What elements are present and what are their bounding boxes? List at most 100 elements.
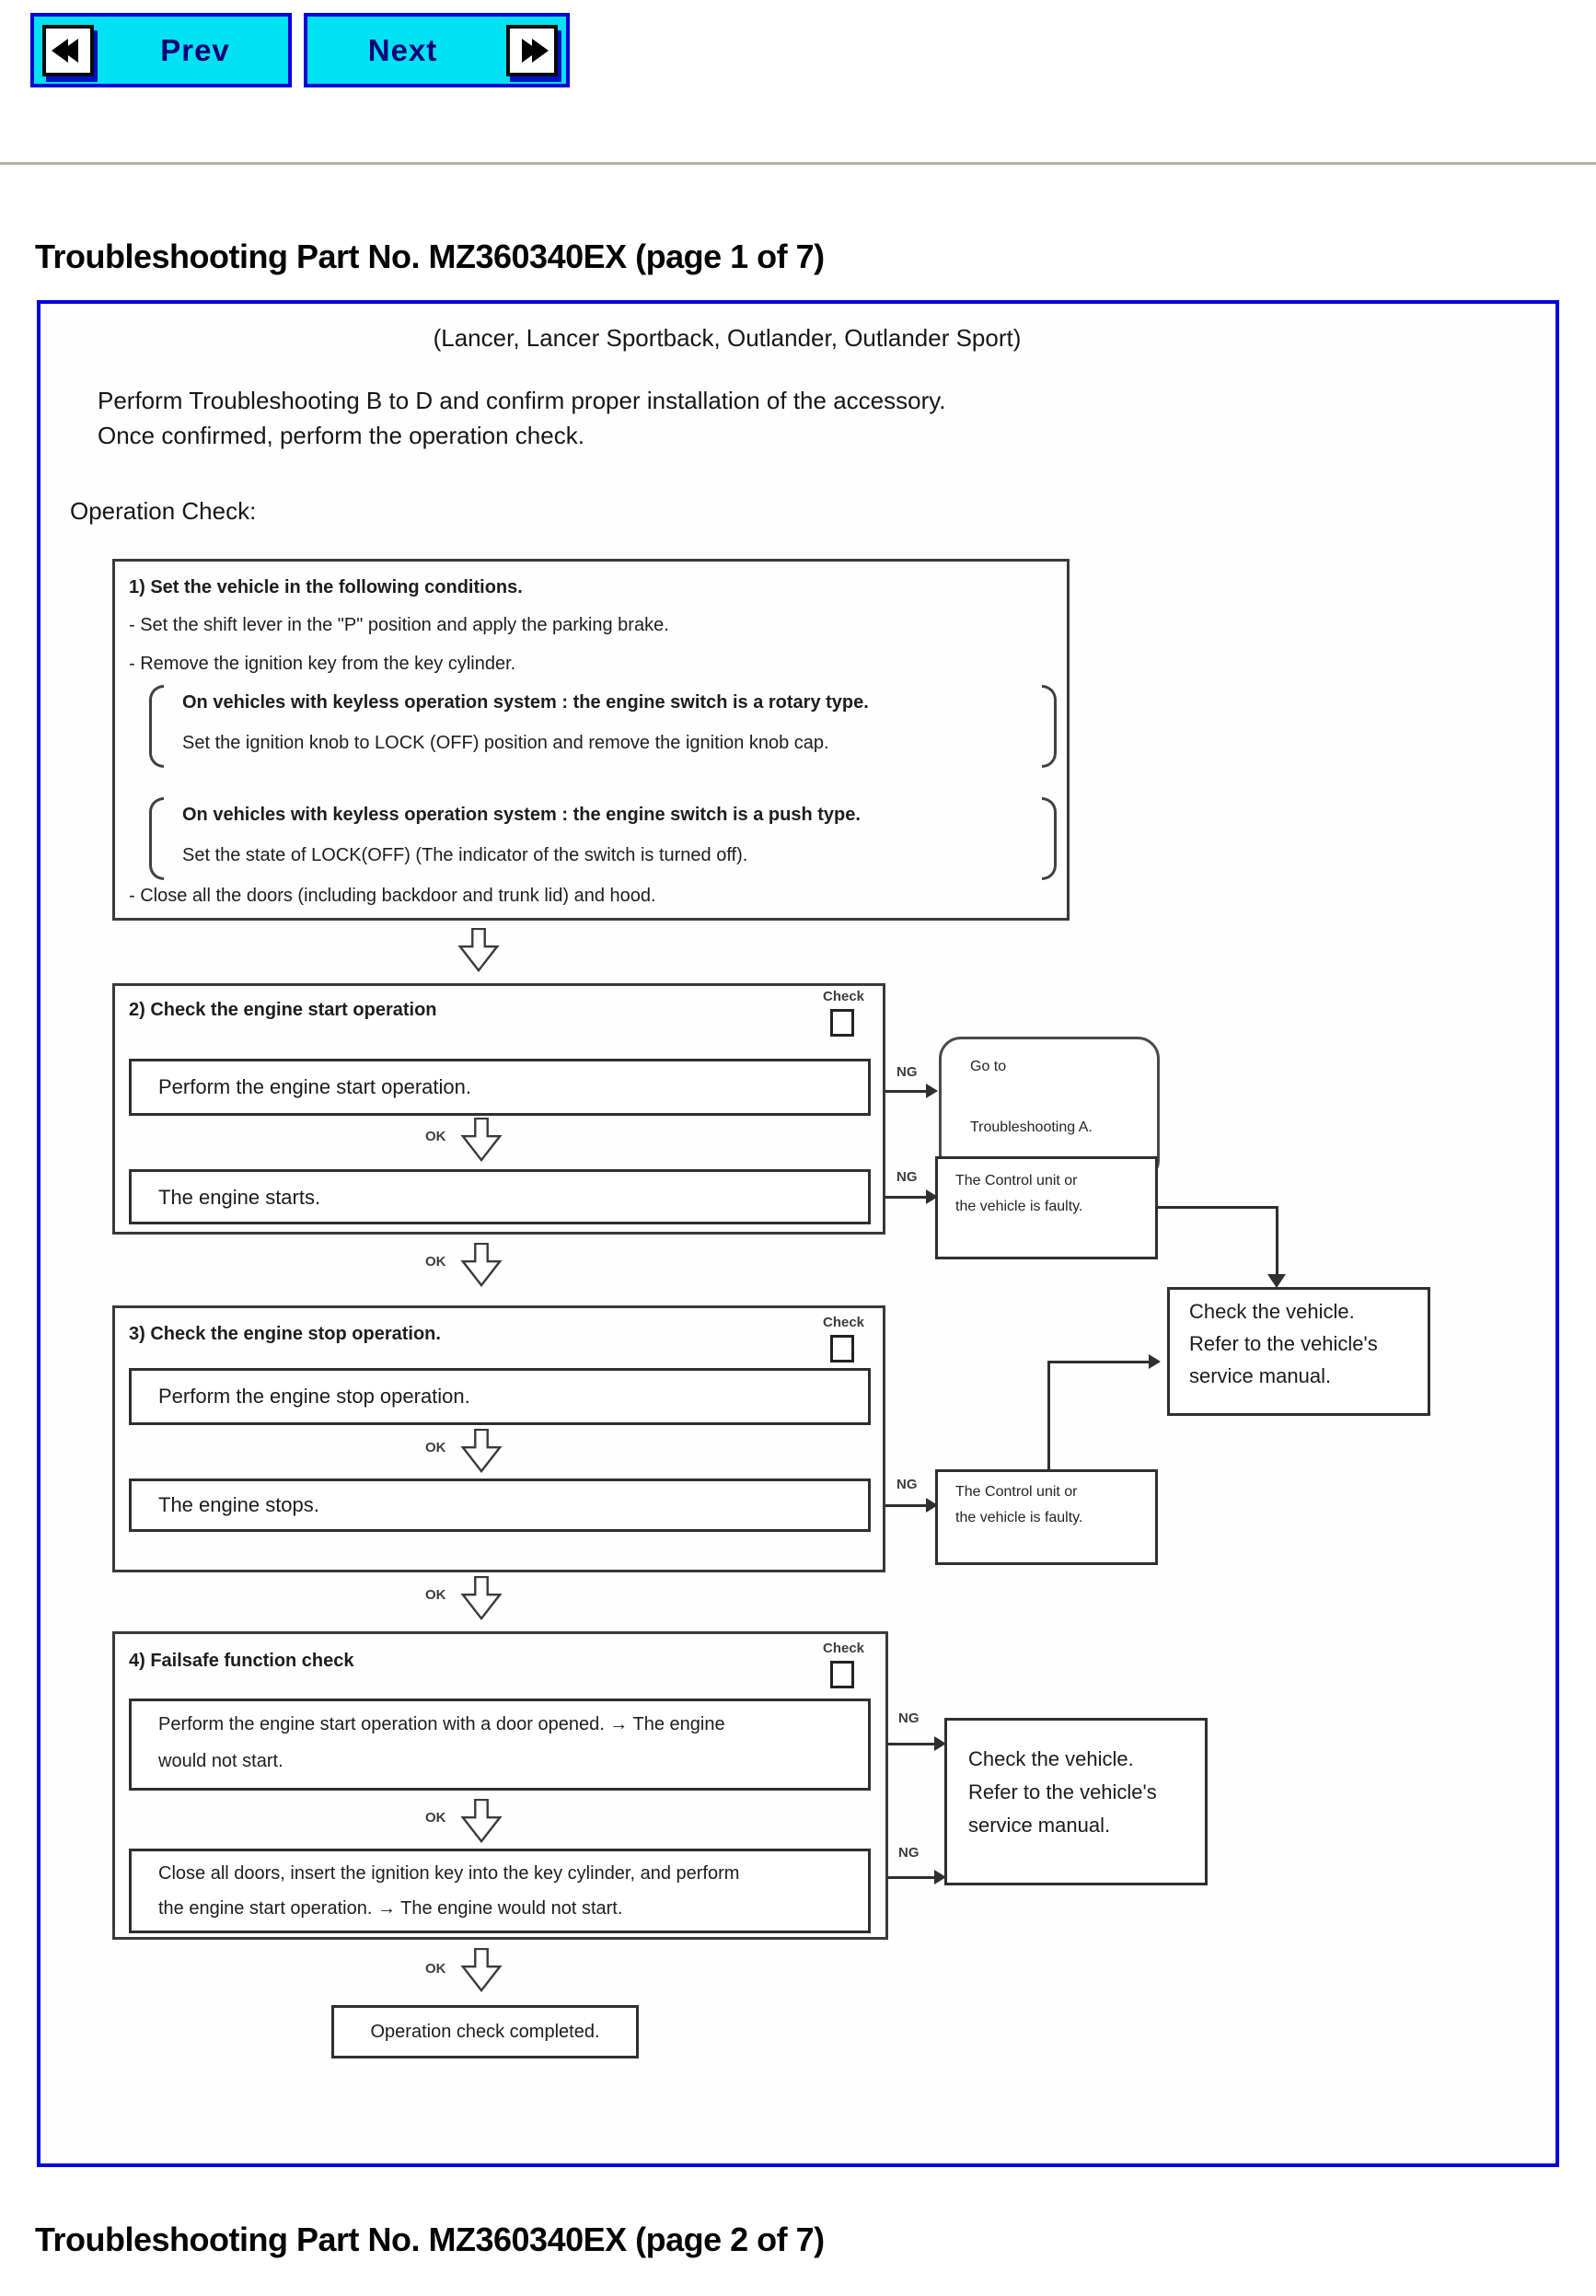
- flow-down-arrow-icon: [460, 1799, 503, 1843]
- left-paren-icon: [149, 685, 164, 768]
- right-arrowhead-icon: [1149, 1354, 1161, 1369]
- right-arrowhead-icon: [926, 1189, 938, 1204]
- right-arrowhead-icon: [926, 1498, 938, 1513]
- step2-result-box: [129, 1169, 871, 1224]
- operation-complete-text: Operation check completed.: [370, 2021, 600, 2042]
- ng-label: NG: [898, 1710, 919, 1726]
- step2-title: 2) Check the engine start operation: [129, 1000, 437, 1020]
- step2-box: [112, 983, 885, 1235]
- ng-connector-line: [885, 1504, 928, 1507]
- step2-action-text: Perform the engine start operation.: [158, 1075, 471, 1098]
- ng-connector-line: [888, 1743, 936, 1745]
- step4-box: [112, 1631, 888, 1940]
- intro-line-2: Once confirmed, perform the operation ch…: [98, 422, 584, 449]
- check-vehicle-line-3: service manual.: [1189, 1364, 1332, 1387]
- right-arrowhead-icon: [934, 1870, 946, 1884]
- ok-label: OK: [425, 1254, 446, 1270]
- goto-line-1: Go to: [970, 1059, 1007, 1074]
- ng-label: NG: [896, 1169, 918, 1185]
- next-button-label: Next: [367, 32, 438, 67]
- prev-button[interactable]: Prev: [30, 13, 292, 87]
- ok-label: OK: [425, 1810, 446, 1826]
- ng-label: NG: [896, 1064, 918, 1080]
- control-faulty-line-2: the vehicle is faulty.: [955, 1199, 1083, 1214]
- check-vehicle-line-3: service manual.: [968, 1814, 1111, 1837]
- vehicle-models-line: (Lancer, Lancer Sportback, Outlander, Ou…: [433, 324, 1022, 352]
- elbow-connector-line: [1047, 1361, 1050, 1472]
- step3-title: 3) Check the engine stop operation.: [129, 1324, 441, 1344]
- ng-connector-line: [885, 1196, 928, 1199]
- flow-down-arrow-icon: [457, 928, 500, 972]
- control-faulty-line-1: The Control unit or: [955, 1484, 1078, 1500]
- step3-box: [112, 1305, 885, 1572]
- step1-note2-line1: On vehicles with keyless operation syste…: [182, 805, 861, 825]
- step1-note2-line2: Set the state of LOCK(OFF) (The indicato…: [182, 845, 748, 865]
- step3-result-text: The engine stops.: [158, 1493, 319, 1516]
- flow-down-arrow-icon: [460, 1576, 503, 1620]
- step3-checkbox: [830, 1335, 854, 1363]
- step3-action-text: Perform the engine stop operation.: [158, 1385, 470, 1408]
- check-vehicle-line-2: Refer to the vehicle's: [1189, 1332, 1378, 1355]
- ng-connector-line: [888, 1876, 936, 1879]
- check-vehicle-box: [944, 1718, 1208, 1885]
- step4-checkbox: [830, 1661, 854, 1688]
- step3-result-box: [129, 1478, 871, 1532]
- step4-action1-line2: would not start.: [158, 1751, 283, 1771]
- operation-check-heading: Operation Check:: [70, 497, 257, 525]
- elbow-connector-line: [1158, 1206, 1278, 1209]
- step1-bullet-3: - Close all the doors (including backdoo…: [129, 886, 656, 906]
- double-right-arrow-icon: [506, 24, 558, 76]
- step4-action2-line2: the engine start operation. → The engine…: [158, 1898, 623, 1919]
- control-faulty-line-2: the vehicle is faulty.: [955, 1510, 1083, 1525]
- goto-line-2: Troubleshooting A.: [970, 1119, 1093, 1135]
- next-button[interactable]: Next: [304, 13, 570, 87]
- check-vehicle-line-1: Check the vehicle.: [1189, 1300, 1355, 1323]
- control-faulty-box: [935, 1156, 1158, 1259]
- ok-label: OK: [425, 1587, 446, 1603]
- step1-bullet-2: - Remove the ignition key from the key c…: [129, 654, 516, 674]
- ok-label: OK: [425, 1440, 446, 1455]
- flow-down-arrow-icon: [460, 1243, 503, 1287]
- step2-action-box: [129, 1059, 871, 1116]
- elbow-connector-line: [1047, 1361, 1151, 1363]
- page-1-title: Troubleshooting Part No. MZ360340EX (pag…: [35, 238, 825, 275]
- check-vehicle-line-2: Refer to the vehicle's: [968, 1780, 1157, 1803]
- left-paren-icon: [149, 797, 164, 880]
- double-left-arrow-icon: [42, 24, 94, 76]
- step3-action-box: [129, 1368, 871, 1425]
- operation-complete-box: Operation check completed.: [331, 2005, 639, 2058]
- step4-action1-box: [129, 1699, 871, 1791]
- ok-label: OK: [425, 1129, 446, 1144]
- ng-label: NG: [898, 1845, 919, 1861]
- control-faulty-box: [935, 1469, 1158, 1565]
- control-faulty-line-1: The Control unit or: [955, 1173, 1078, 1189]
- step4-action2-box: [129, 1849, 871, 1933]
- right-arrowhead-icon: [926, 1084, 938, 1098]
- flow-down-arrow-icon: [460, 1948, 503, 1992]
- ng-connector-line: [885, 1090, 928, 1093]
- check-vehicle-box: [1167, 1287, 1430, 1416]
- step1-note1-line2: Set the ignition knob to LOCK (OFF) posi…: [182, 733, 829, 753]
- step3-check-label: Check: [823, 1315, 865, 1330]
- step2-check-label: Check: [823, 989, 865, 1004]
- prev-button-label: Prev: [160, 32, 230, 67]
- step1-title: 1) Set the vehicle in the following cond…: [129, 577, 523, 597]
- right-paren-icon: [1042, 685, 1057, 768]
- ok-label: OK: [425, 1961, 446, 1977]
- right-arrowhead-icon: [934, 1736, 946, 1751]
- check-vehicle-line-1: Check the vehicle.: [968, 1747, 1134, 1770]
- flow-down-arrow-icon: [460, 1118, 503, 1162]
- step1-box: [112, 559, 1070, 921]
- step1-note1-line1: On vehicles with keyless operation syste…: [182, 692, 869, 713]
- step1-bullet-1: - Set the shift lever in the "P" positio…: [129, 615, 669, 635]
- intro-line-1: Perform Troubleshooting B to D and confi…: [98, 387, 946, 414]
- step2-checkbox: [830, 1009, 854, 1037]
- elbow-connector-line: [1276, 1206, 1278, 1276]
- step4-action1-line1: Perform the engine start operation with …: [158, 1714, 725, 1734]
- step4-action2-line1: Close all doors, insert the ignition key…: [158, 1863, 740, 1884]
- flow-down-arrow-icon: [460, 1429, 503, 1473]
- down-arrowhead-icon: [1267, 1274, 1286, 1288]
- step4-check-label: Check: [823, 1641, 865, 1656]
- page-2-title: Troubleshooting Part No. MZ360340EX (pag…: [35, 2221, 825, 2258]
